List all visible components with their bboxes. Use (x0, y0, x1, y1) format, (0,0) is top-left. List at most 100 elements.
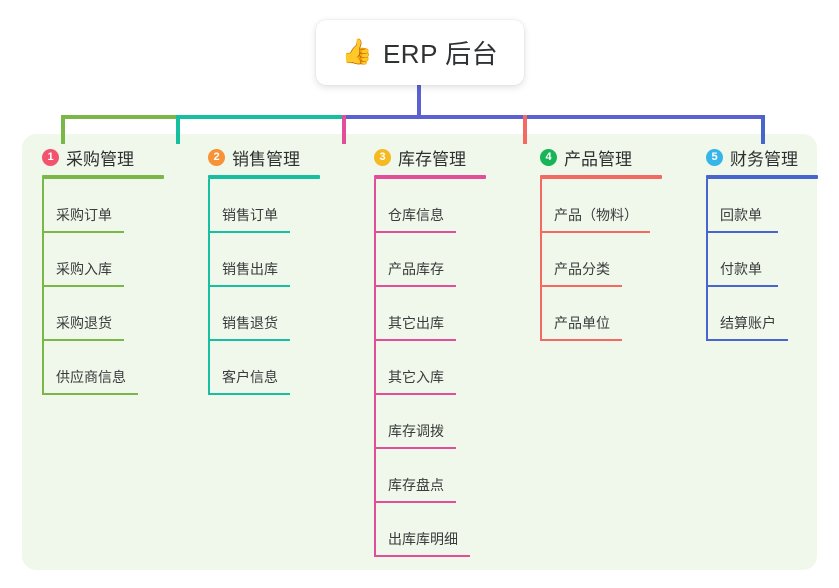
column-spine-采购管理 (42, 179, 44, 395)
column-items-库存管理: 仓库信息产品库存其它出库其它入库库存调拨库存盘点出库库明细 (360, 179, 500, 557)
column-badge-5: 5 (706, 148, 723, 166)
bus-segment-3 (342, 115, 761, 119)
column-rule-库存管理 (374, 175, 486, 179)
column-title-财务管理: 财务管理 (730, 149, 798, 169)
leaf-label: 产品（物料） (554, 207, 638, 223)
root-stem-connector (417, 85, 421, 117)
root-node-title: ERP 后台 (382, 39, 499, 69)
leaf-node[interactable]: 采购订单 (28, 179, 178, 233)
diagram-background-panel (22, 134, 817, 570)
leaf-node[interactable]: 回款单 (692, 179, 832, 233)
leaf-rule (208, 285, 290, 287)
leaf-node[interactable]: 库存盘点 (360, 449, 500, 503)
leaf-node[interactable]: 其它出库 (360, 287, 500, 341)
column-rule-销售管理 (208, 175, 320, 179)
leaf-label: 采购退货 (56, 315, 112, 331)
leaf-rule (42, 339, 124, 341)
drop-connector-库存管理 (342, 115, 346, 144)
leaf-node[interactable]: 付款单 (692, 233, 832, 287)
leaf-rule (540, 339, 622, 341)
leaf-rule (42, 393, 138, 395)
leaf-node[interactable]: 采购退货 (28, 287, 178, 341)
thumbs-up-icon: 👍 (341, 38, 373, 66)
drop-connector-采购管理 (61, 115, 65, 144)
column-title-库存管理: 库存管理 (398, 149, 466, 169)
leaf-node[interactable]: 产品分类 (526, 233, 676, 287)
bus-segment-1 (61, 115, 176, 119)
root-node-erp-backend[interactable]: 👍 ERP 后台 (316, 20, 524, 85)
column-header-财务管理[interactable]: 5 财务管理 (692, 144, 832, 170)
column-rule-产品管理 (540, 175, 662, 179)
column-badge-3: 3 (374, 148, 391, 166)
column-title-销售管理: 销售管理 (232, 149, 300, 169)
leaf-node[interactable]: 结算账户 (692, 287, 832, 341)
leaf-rule (374, 393, 456, 395)
drop-connector-财务管理 (761, 115, 765, 144)
leaf-rule (374, 231, 456, 233)
leaf-label: 库存调拨 (388, 423, 444, 439)
leaf-rule (374, 285, 456, 287)
leaf-node[interactable]: 供应商信息 (28, 341, 178, 395)
leaf-node[interactable]: 出库库明细 (360, 503, 500, 557)
leaf-label: 其它入库 (388, 369, 444, 385)
leaf-rule (374, 339, 456, 341)
column-header-库存管理[interactable]: 3 库存管理 (360, 144, 500, 170)
leaf-node[interactable]: 库存调拨 (360, 395, 500, 449)
column-spine-库存管理 (374, 179, 376, 557)
column-items-财务管理: 回款单付款单结算账户 (692, 179, 832, 341)
column-采购管理: 1 采购管理采购订单采购入库采购退货供应商信息 (28, 144, 178, 395)
column-库存管理: 3 库存管理仓库信息产品库存其它出库其它入库库存调拨库存盘点出库库明细 (360, 144, 500, 557)
column-spine-产品管理 (540, 179, 542, 341)
leaf-node[interactable]: 仓库信息 (360, 179, 500, 233)
leaf-label: 采购订单 (56, 207, 112, 223)
leaf-node[interactable]: 销售订单 (194, 179, 334, 233)
leaf-label: 客户信息 (222, 369, 278, 385)
leaf-node[interactable]: 销售退货 (194, 287, 334, 341)
leaf-label: 库存盘点 (388, 477, 444, 493)
drop-connector-销售管理 (176, 115, 180, 144)
leaf-rule (540, 231, 650, 233)
leaf-node[interactable]: 采购入库 (28, 233, 178, 287)
column-财务管理: 5 财务管理回款单付款单结算账户 (692, 144, 832, 341)
column-销售管理: 2 销售管理销售订单销售出库销售退货客户信息 (194, 144, 334, 395)
leaf-rule (208, 393, 290, 395)
leaf-node[interactable]: 客户信息 (194, 341, 334, 395)
column-header-销售管理[interactable]: 2 销售管理 (194, 144, 334, 170)
leaf-label: 销售退货 (222, 315, 278, 331)
leaf-label: 供应商信息 (56, 369, 126, 385)
leaf-node[interactable]: 销售出库 (194, 233, 334, 287)
column-items-采购管理: 采购订单采购入库采购退货供应商信息 (28, 179, 178, 395)
leaf-rule (42, 285, 124, 287)
leaf-label: 付款单 (720, 261, 762, 277)
column-header-采购管理[interactable]: 1 采购管理 (28, 144, 178, 170)
column-title-采购管理: 采购管理 (66, 149, 134, 169)
column-badge-4: 4 (540, 148, 557, 166)
leaf-rule (374, 501, 456, 503)
column-spine-财务管理 (706, 179, 708, 341)
leaf-rule (208, 339, 290, 341)
leaf-rule (540, 285, 622, 287)
leaf-rule (374, 555, 470, 557)
leaf-node[interactable]: 其它入库 (360, 341, 500, 395)
leaf-label: 产品单位 (554, 315, 610, 331)
column-items-产品管理: 产品（物料） 产品分类产品单位 (526, 179, 676, 341)
leaf-rule (374, 447, 456, 449)
column-rule-财务管理 (706, 175, 818, 179)
leaf-node[interactable]: 产品单位 (526, 287, 676, 341)
column-badge-1: 1 (42, 148, 59, 166)
leaf-node[interactable]: 产品库存 (360, 233, 500, 287)
leaf-label: 结算账户 (720, 315, 776, 331)
leaf-node[interactable]: 产品（物料） (526, 179, 676, 233)
leaf-rule (706, 285, 778, 287)
bus-segment-2 (176, 115, 342, 119)
leaf-label: 产品库存 (388, 261, 444, 277)
leaf-label: 销售出库 (222, 261, 278, 277)
leaf-label: 出库库明细 (388, 531, 458, 547)
column-spine-销售管理 (208, 179, 210, 395)
leaf-rule (706, 231, 778, 233)
leaf-label: 采购入库 (56, 261, 112, 277)
column-badge-2: 2 (208, 148, 225, 166)
